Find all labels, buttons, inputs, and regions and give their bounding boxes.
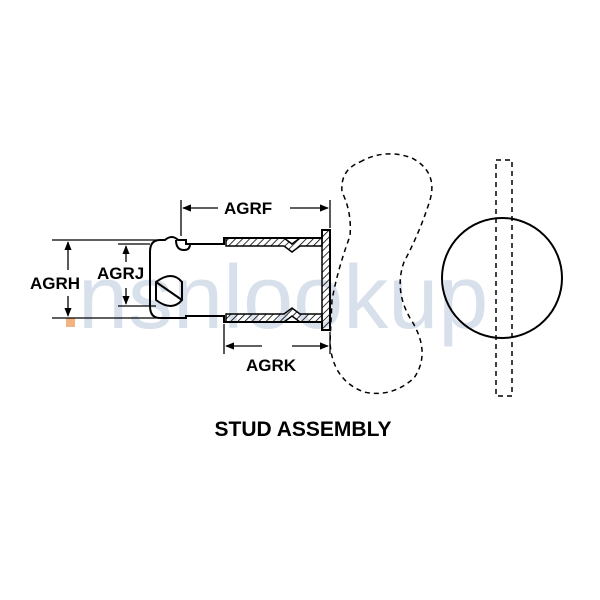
flange (321, 229, 331, 331)
diagram-title: STUD ASSEMBLY (215, 418, 392, 441)
label-agrk: AGRK (246, 356, 297, 375)
label-agrj: AGRJ (97, 264, 144, 283)
wing-head-outline (329, 153, 433, 395)
label-agrh: AGRH (30, 274, 80, 293)
watermark-dot (66, 318, 75, 327)
side-view-wing (495, 159, 513, 397)
side-view-circle (441, 217, 563, 339)
watermark: nsnlookup (66, 248, 488, 348)
dimension-agrk (223, 324, 331, 354)
dimension-agrf (180, 200, 331, 236)
watermark-text: nsnlookup (78, 248, 488, 348)
dimension-agrh (52, 239, 160, 319)
dimension-agrj (118, 243, 156, 307)
label-agrf: AGRF (224, 199, 272, 218)
